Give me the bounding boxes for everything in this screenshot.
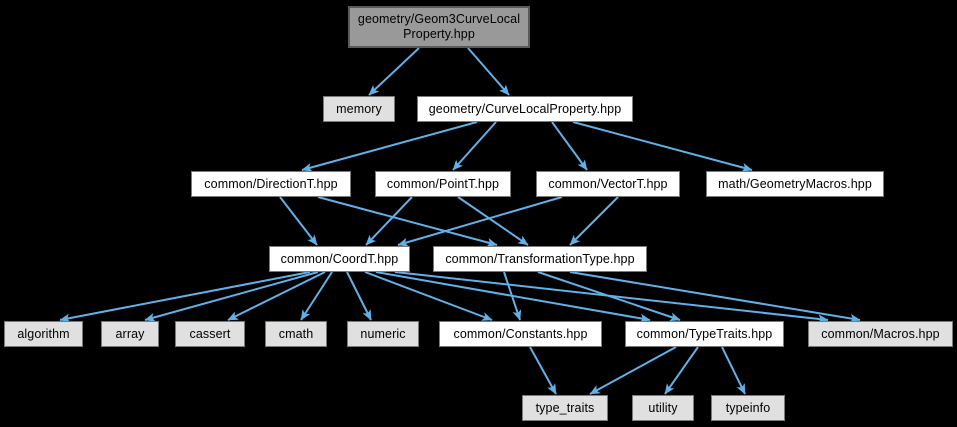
graph-node-array[interactable]: array xyxy=(101,321,159,347)
graph-node-pointt[interactable]: common/PointT.hpp xyxy=(375,171,511,197)
graph-edge-coordt-to-macros xyxy=(394,271,829,324)
graph-node-memory[interactable]: memory xyxy=(323,96,395,122)
graph-node-constants[interactable]: common/Constants.hpp xyxy=(439,321,602,347)
graph-node-transformation[interactable]: common/TransformationType.hpp xyxy=(433,246,647,272)
graph-edge-vectort-to-coordt xyxy=(397,196,563,247)
graph-node-vectort[interactable]: common/VectorT.hpp xyxy=(536,171,680,197)
graph-node-coordt[interactable]: common/CoordT.hpp xyxy=(269,246,410,272)
graph-node-cmath[interactable]: cmath xyxy=(265,321,327,347)
graph-edge-coordt-to-cmath xyxy=(300,271,333,321)
graph-edge-transformation-to-constants xyxy=(503,271,522,321)
graph-node-utility[interactable]: utility xyxy=(632,395,694,421)
graph-edge-curvelocal-to-vectort xyxy=(551,121,588,171)
graph-edge-curvelocal-to-geometrymacros xyxy=(572,121,753,172)
graph-edge-typetraits-to-typeinfo xyxy=(721,346,746,395)
graph-node-type_traits[interactable]: type_traits xyxy=(522,395,608,421)
graph-edge-curvelocal-to-directiont xyxy=(301,121,478,172)
graph-node-curvelocal[interactable]: geometry/CurveLocalProperty.hpp xyxy=(417,96,633,122)
graph-edge-pointt-to-coordt xyxy=(365,196,413,246)
graph-edge-vectort-to-transformation xyxy=(569,196,619,246)
graph-node-algorithm[interactable]: algorithm xyxy=(4,321,83,347)
graph-edge-coordt-to-numeric xyxy=(346,271,372,321)
graph-node-root[interactable]: geometry/Geom3CurveLocal Property.hpp xyxy=(348,6,530,48)
graph-node-typetraits[interactable]: common/TypeTraits.hpp xyxy=(625,321,784,347)
graph-edge-directiont-to-coordt xyxy=(279,196,318,246)
graph-edge-transformation-to-typetraits xyxy=(537,271,681,322)
graph-edge-coordt-to-algorithm xyxy=(59,271,311,323)
graph-edge-constants-to-type_traits xyxy=(529,346,557,395)
graph-node-numeric[interactable]: numeric xyxy=(347,321,419,347)
graph-edge-root-to-memory xyxy=(368,47,420,96)
graph-node-geometrymacros[interactable]: math/GeometryMacros.hpp xyxy=(706,171,884,197)
graph-node-macros[interactable]: common/Macros.hpp xyxy=(808,321,953,347)
graph-node-cassert[interactable]: cassert xyxy=(175,321,245,347)
graph-edge-curvelocal-to-pointt xyxy=(452,121,497,171)
graph-edge-typetraits-to-type_traits xyxy=(589,346,677,395)
graph-edge-coordt-to-array xyxy=(144,271,319,322)
graph-edge-transformation-to-macros xyxy=(569,271,861,323)
graph-edge-typetraits-to-utility xyxy=(664,346,699,395)
graph-edge-pointt-to-transformation xyxy=(457,196,529,246)
graph-edge-root-to-curvelocal xyxy=(467,47,510,96)
graph-edge-coordt-to-cassert xyxy=(227,271,326,321)
graph-node-directiont[interactable]: common/DirectionT.hpp xyxy=(191,171,351,197)
graph-edge-coordt-to-typetraits xyxy=(375,271,651,323)
graph-edge-directiont-to-transformation xyxy=(317,196,498,247)
graph-edge-coordt-to-constants xyxy=(364,271,493,321)
graph-node-typeinfo[interactable]: typeinfo xyxy=(711,395,785,421)
